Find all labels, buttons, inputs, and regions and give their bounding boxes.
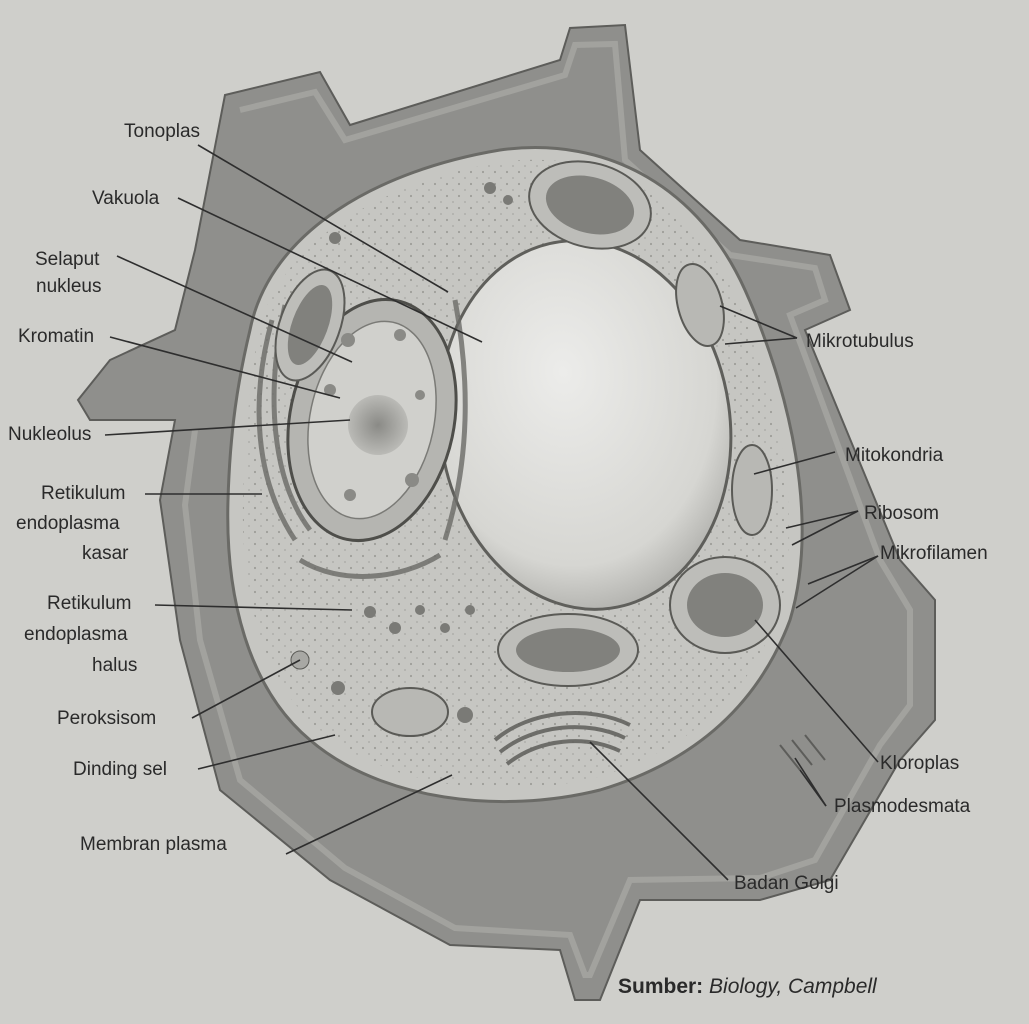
label-kromatin: Kromatin (18, 326, 95, 347)
vesicles (290, 182, 513, 723)
chloroplast (274, 160, 781, 687)
chromatin (324, 329, 425, 501)
source-text: Biology, Campbell (709, 975, 877, 998)
golgi-body (493, 711, 631, 766)
label-ribosom: Ribosom (864, 503, 939, 524)
label-tonoplas: Tonoplas (124, 121, 201, 142)
mitochondrion (371, 263, 773, 737)
label-retikulum-halus-line2: endoplasma (24, 624, 128, 645)
label-dinding-sel: Dinding sel (73, 759, 167, 780)
label-badan-golgi: Badan Golgi (734, 873, 839, 894)
label-mitokondria: Mitokondria (845, 445, 944, 466)
label-membran-plasma: Membran plasma (80, 834, 227, 855)
label-vakuola: Vakuola (92, 188, 160, 209)
label-retikulum-kasar-line3: kasar (82, 543, 129, 564)
label-peroksisom: Peroksisom (57, 708, 157, 729)
plasmodesmata (779, 734, 826, 771)
label-selaput-nukleus-line1: Selaput (35, 249, 100, 270)
label-selaput-nukleus-line2: nukleus (36, 276, 102, 297)
nucleolus (348, 395, 408, 455)
label-plasmodesmata: Plasmodesmata (834, 796, 971, 817)
label-retikulum-halus-line3: halus (92, 655, 138, 676)
leader-lines (104, 144, 879, 881)
label-kloroplas: Kloroplas (880, 753, 960, 774)
source-prefix: Sumber: (618, 975, 704, 998)
label-nukleolus: Nukleolus (8, 424, 92, 445)
source-citation: Sumber: Biology, Campbell (618, 975, 877, 999)
label-retikulum-halus-line1: Retikulum (47, 593, 132, 614)
label-mikrofilamen: Mikrofilamen (880, 543, 988, 564)
label-retikulum-kasar-line2: endoplasma (16, 513, 120, 534)
label-mikrotubulus: Mikrotubulus (806, 331, 914, 352)
label-retikulum-kasar-line1: Retikulum (41, 483, 126, 504)
